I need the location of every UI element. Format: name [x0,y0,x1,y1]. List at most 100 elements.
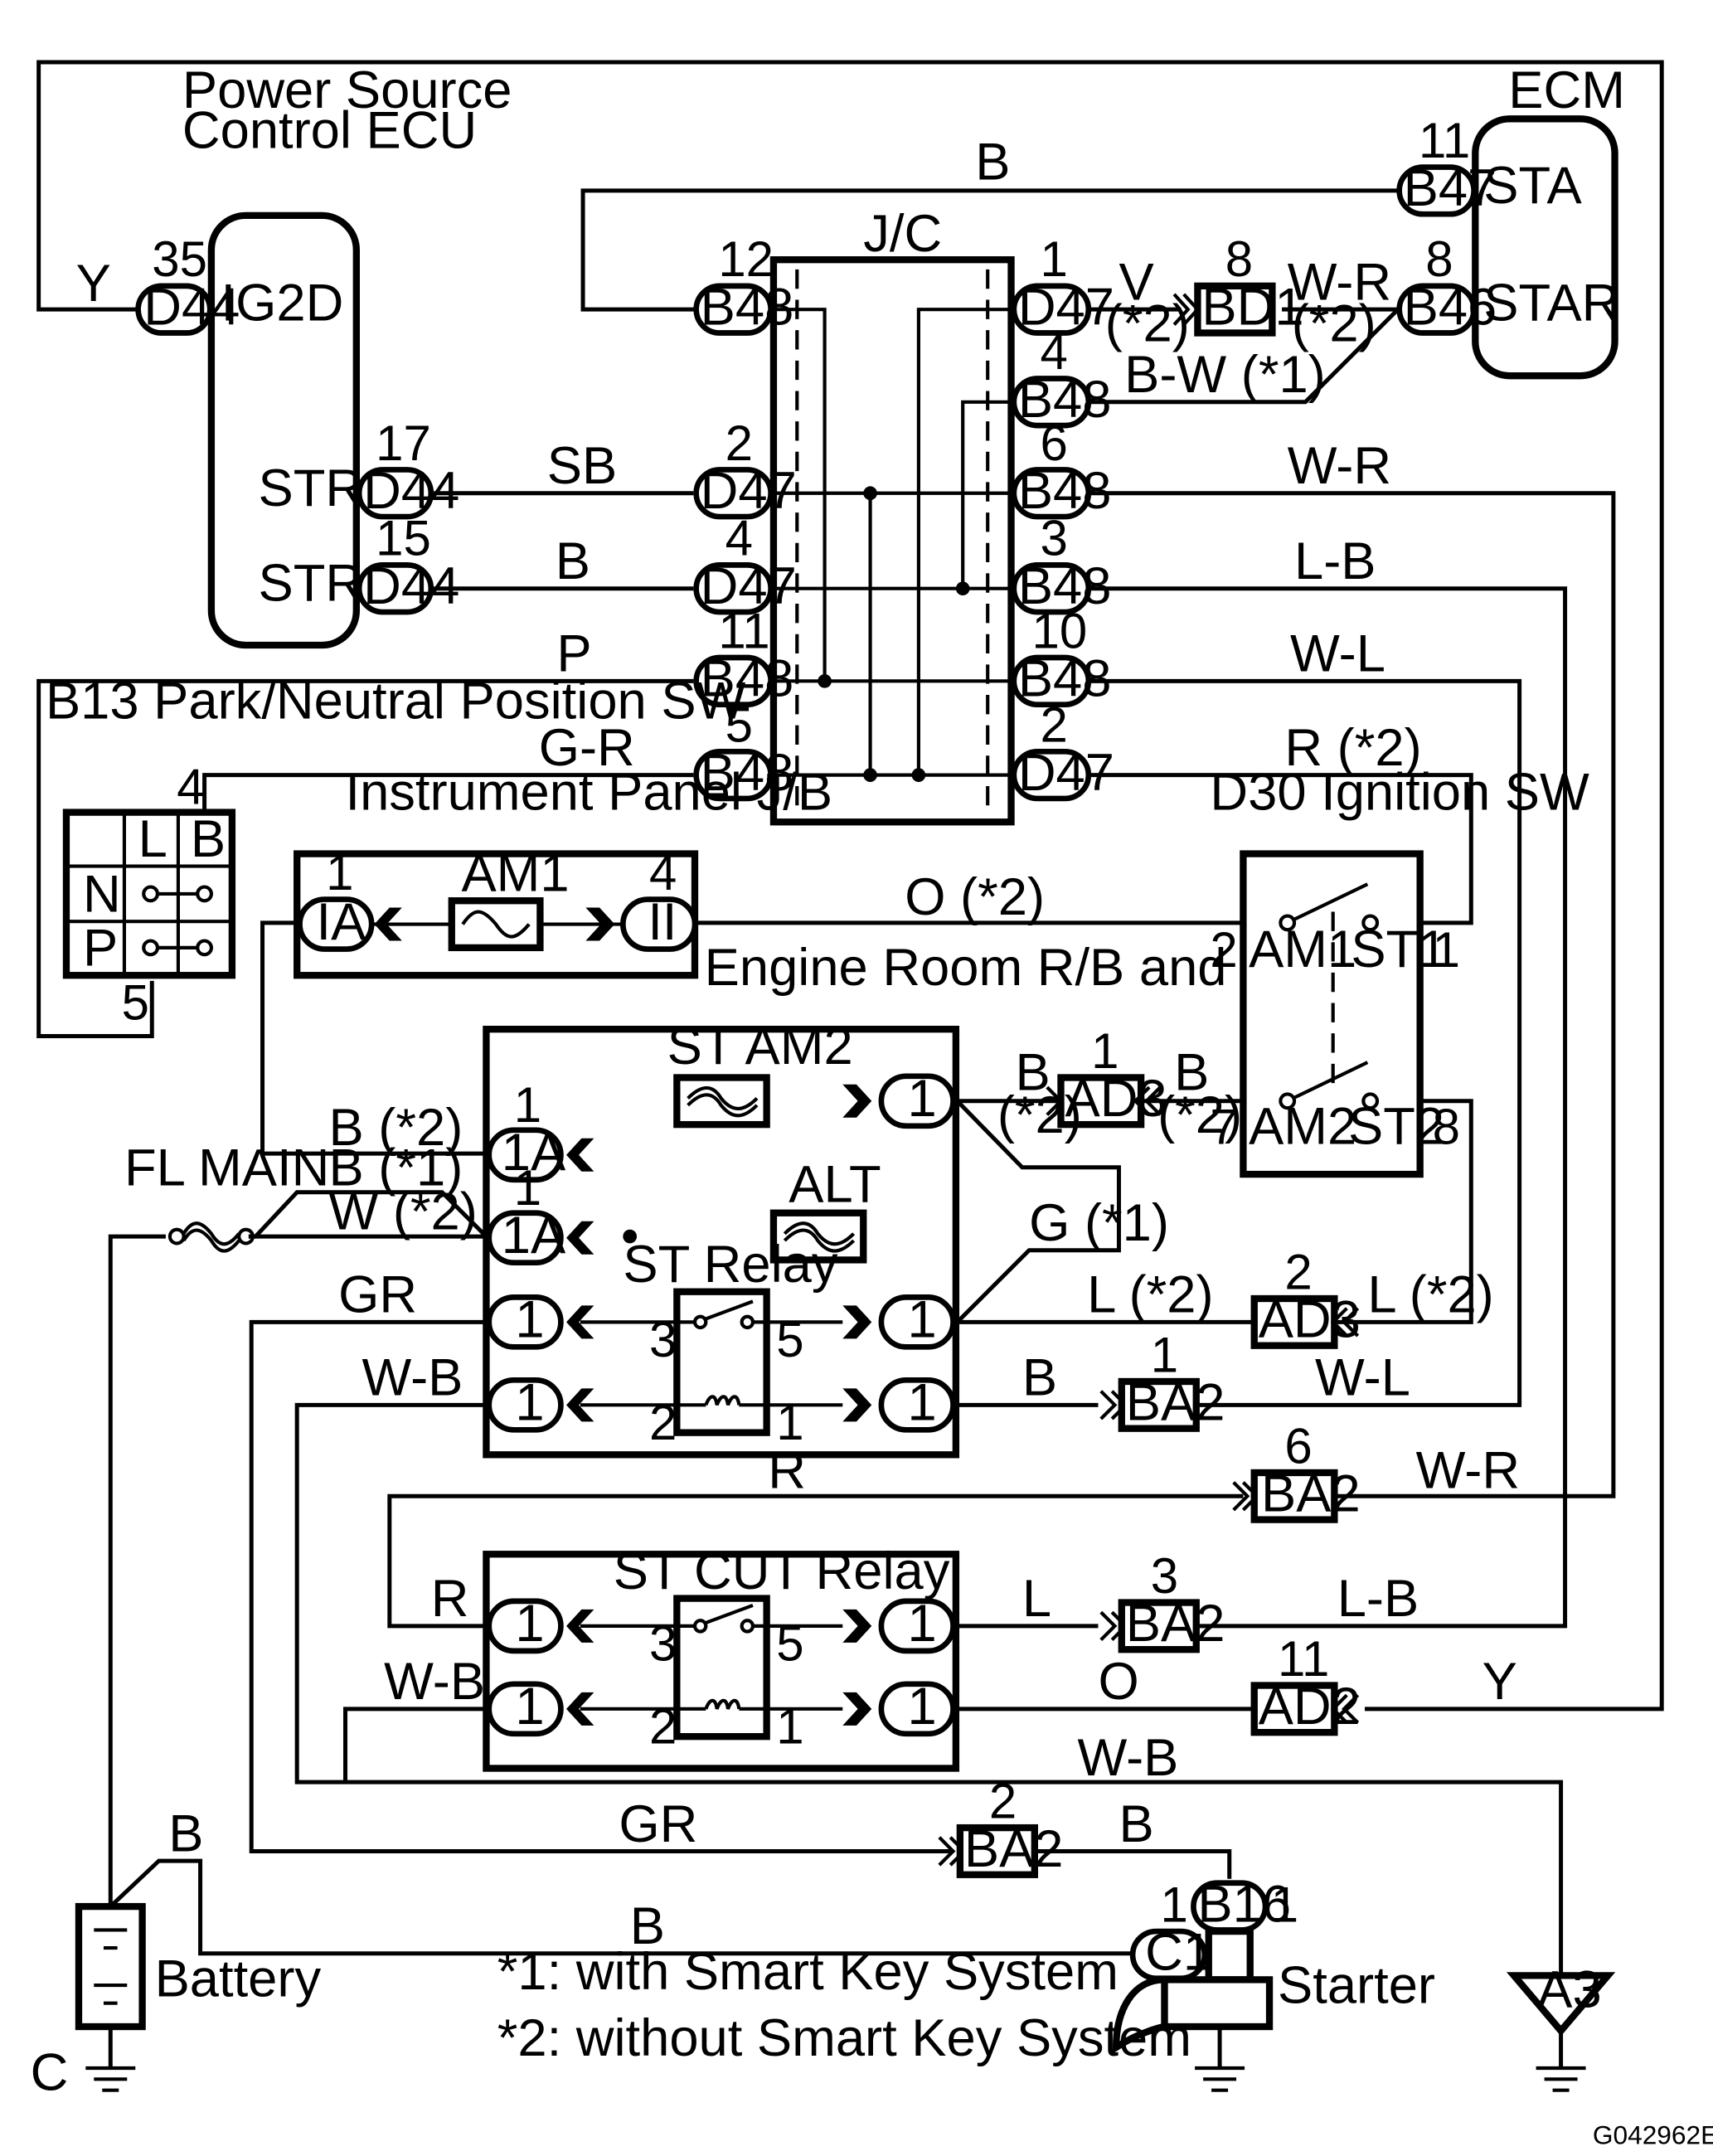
pin-label: 2 [1284,1244,1312,1299]
pin-label: 4 [649,845,677,901]
wire-label: L (*2) [1087,1266,1213,1324]
connector-ad3: AD3 [1259,1291,1361,1349]
connector-1: 1 [908,1595,937,1653]
wire-label: P [556,625,591,683]
wire-label: R (*2) [1284,719,1421,777]
pin-label: 4 [1040,324,1067,380]
connector-d47: D47 [701,557,797,615]
pin-label: 1 [1040,231,1067,287]
relay-pin-3: 3 [649,1616,677,1672]
wire-label: R [768,1441,806,1499]
relay-pin-5: 5 [776,1312,803,1367]
connector-b16: B16 [1197,1875,1291,1933]
pn-col-l: L [138,810,167,868]
pin-label: 6 [1040,415,1067,471]
corner-label: C [31,2044,69,2102]
connector-d44: D44 [143,279,240,337]
pin-label: 11 [1419,113,1470,168]
fl-main-fusible-link: FL MAIN [124,1139,329,1253]
pin-label: 1 [1091,1023,1119,1079]
wire-label: W-B [384,1653,485,1711]
relay-pin-1: 1 [776,1395,803,1450]
instrument-panel-jb-label: Instrument Panel J/B [346,763,833,821]
wire-label: SB [547,437,617,495]
battery-label: Battery [155,1950,322,2008]
wire-label: (*2) [1292,295,1376,353]
relay-pin-5: 5 [776,1616,803,1672]
wire-label: B [168,1804,203,1862]
pin-label: 2 [725,415,753,471]
pin-label: 1 [1433,922,1460,978]
pin-label: 1 [514,1077,541,1133]
engine-room-relay-block: IA 1 AM1 II 4 Engine Room R/B and J/B [294,845,1318,997]
ecu-title-line1: Power Source [182,61,512,119]
pin-label: 1 [326,845,353,901]
connector-b48: B48 [1018,557,1112,615]
pin-label: 7 [1210,1099,1237,1154]
terminal-star: STAR [1483,274,1619,333]
terminal-am2: AM2 [1249,1097,1356,1155]
connector-1: 1 [908,1291,937,1349]
wire-label: (*2) [997,1086,1082,1144]
connector-b48: B48 [1018,371,1112,429]
pin-label: 2 [989,1773,1017,1828]
connector-b48: B48 [1018,650,1112,708]
relay-block-st: ST AM2 ALT ST Relay 3 5 2 1 1A 1 1A 1 1 [483,1017,960,1459]
terminal-st1: ST1 [1351,920,1447,978]
connector-ba2: BA2 [1261,1465,1361,1523]
am1-fuse-label: AM1 [461,845,569,903]
connector-1: 1 [515,1678,544,1736]
wire-label: V [1119,254,1153,312]
wire-label: GR [619,1795,697,1853]
wire-label: W-L [1315,1349,1410,1407]
connector-b48: B48 [701,744,794,802]
pin-label: 1 [1151,1327,1178,1382]
wire-label: L (*2) [1367,1266,1493,1324]
wire-label: W-L [1290,625,1385,683]
pin-label: 3 [1151,1548,1178,1604]
connector-ba2: BA2 [1126,1374,1225,1432]
connector-ii: II [648,893,677,951]
connector-b46: B46 [1404,279,1497,337]
wire-label: B-W (*1) [1124,346,1326,404]
connector-1: 1 [515,1595,544,1653]
connector-ia: IA [317,893,367,951]
ignition-switch-title: D30 Ignition SW [1210,763,1589,821]
connector-d47: D47 [1018,744,1114,802]
relay-pin-1: 1 [776,1698,803,1754]
wire-label: Y [1482,1653,1517,1711]
pin-label: 2 [1210,922,1237,978]
pn-pin-4: 4 [177,760,204,815]
pin-label: 8 [1225,231,1253,287]
wire-label: B [975,134,1010,192]
relay-pin-2: 2 [649,1395,677,1450]
wire-label: (*2) [1105,295,1190,353]
connector-d47: D47 [701,462,797,520]
pin-label: 15 [376,511,431,566]
terminal-am1: AM1 [1249,920,1356,978]
pn-switch-title: B13 Park/Neutral Position SW [46,672,746,730]
wire-label: W-R [1288,254,1391,312]
jc-label: J/C [863,205,942,263]
wire-label: W-R [1288,437,1391,495]
footnote-2: *2: without Smart Key System [497,2009,1191,2067]
terminal-st2: ST2 [1348,1097,1444,1155]
terminal-ig2d: IG2D [221,274,344,333]
wire-label: (*2) [1157,1086,1242,1144]
engine-room-rb-label: Engine Room R/B and J/B [705,939,1318,997]
wire-label: G (*1) [1029,1194,1169,1252]
wire-label: L-B [1294,532,1376,590]
connector-1: 1 [515,1374,544,1432]
alt-label: ALT [789,1155,881,1213]
park-neutral-position-switch: B13 Park/Neutral Position SW L B N P 4 5 [46,672,746,1030]
relay-pin-3: 3 [649,1312,677,1367]
pin-label: 5 [725,697,753,753]
wire-label: G-R [539,719,635,777]
wire-label: W-B [1077,1729,1178,1787]
pn-row-n: N [83,866,121,924]
wire-label: B [1119,1795,1153,1853]
pin-label: 6 [1284,1418,1312,1474]
connectors: D44 35 D44 17 D44 15 B47 11 B46 8 BD1 8 … [135,113,1497,802]
pin-label: 8 [1433,1099,1460,1154]
